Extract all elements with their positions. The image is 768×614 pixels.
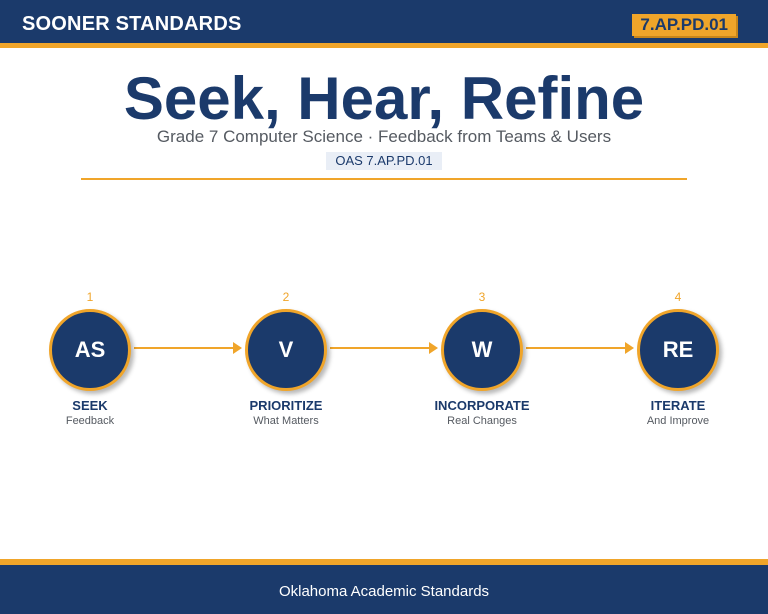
- step-number: 2: [282, 290, 290, 304]
- arrow-2-3: [330, 342, 438, 354]
- page-title: Seek, Hear, Refine: [123, 65, 645, 132]
- brand-title: SOONER STANDARDS: [22, 13, 242, 35]
- step-incorporate: 3 W INCORPORATE Real Changes: [402, 290, 562, 430]
- step-subtitle: Real Changes: [447, 415, 517, 427]
- step-iterate: 4 RE ITERATE And Improve: [598, 290, 758, 430]
- footer-bar: Oklahoma Academic Standards: [0, 559, 768, 614]
- step-subtitle: Feedback: [65, 415, 115, 427]
- footer-text: Oklahoma Academic Standards: [278, 583, 490, 600]
- step-number: 3: [478, 290, 486, 304]
- arrow-3-4: [526, 342, 634, 354]
- oas-tag: OAS 7.AP.PD.01: [326, 152, 442, 170]
- step-title: SEEK: [72, 398, 108, 413]
- step-title: PRIORITIZE: [249, 398, 323, 413]
- step-title: ITERATE: [650, 398, 706, 413]
- step-subtitle: And Improve: [646, 415, 710, 427]
- page-subtitle: Grade 7 Computer Science · Feedback from…: [156, 127, 612, 146]
- step-subtitle: What Matters: [253, 415, 319, 427]
- arrow-1-2: [134, 342, 242, 354]
- step-circle: V: [245, 309, 327, 391]
- step-circle: W: [441, 309, 523, 391]
- step-title: INCORPORATE: [434, 398, 530, 413]
- step-prioritize: 2 V PRIORITIZE What Matters: [206, 290, 366, 430]
- step-number: 1: [86, 290, 94, 304]
- step-circle: RE: [637, 309, 719, 391]
- header-bar: SOONER STANDARDS 7.AP.PD.01: [0, 0, 768, 48]
- title-divider: [81, 178, 687, 180]
- step-number: 4: [674, 290, 682, 304]
- standard-code-badge: 7.AP.PD.01: [632, 14, 736, 36]
- step-seek: 1 AS SEEK Feedback: [10, 290, 170, 430]
- step-circle: AS: [49, 309, 131, 391]
